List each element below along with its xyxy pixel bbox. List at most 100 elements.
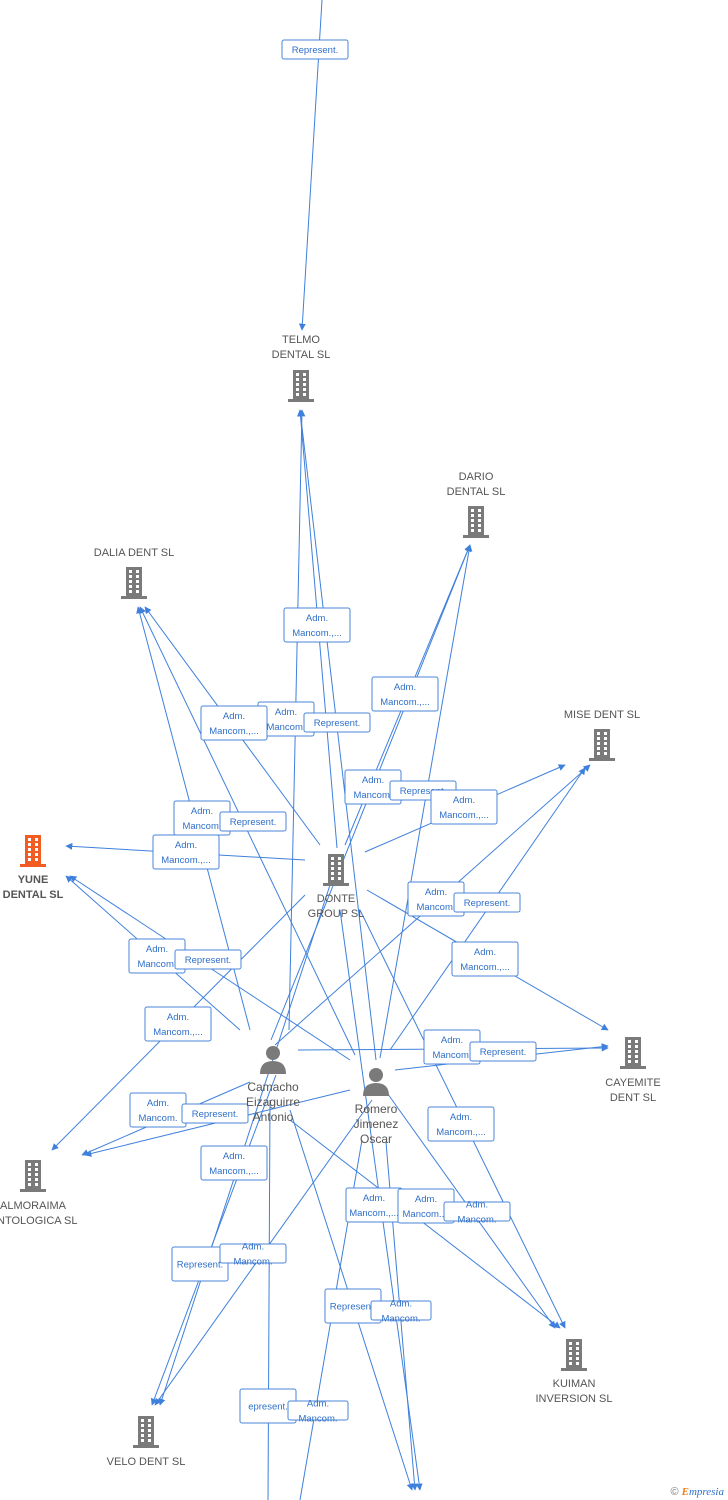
edge-label[interactable]: epresent.: [239, 1388, 297, 1424]
edge-label-box: [427, 1106, 495, 1142]
edge-label-text: Adm.: [167, 1012, 189, 1023]
node-mise[interactable]: MISE DENT SL: [564, 709, 640, 761]
node-telmo[interactable]: TELMO DENTAL SL: [272, 334, 331, 402]
edge-label-text: Adm.: [474, 947, 496, 958]
edge-label-text: Mancom....: [403, 1209, 450, 1220]
person-icon: [260, 1046, 286, 1074]
edge-label-text: Adm.: [175, 840, 197, 851]
edge-label[interactable]: Adm.Mancom.,...: [200, 1145, 268, 1181]
edge-label[interactable]: Adm.Mancom.: [128, 938, 186, 974]
edge-label-text: Adm.: [450, 1112, 472, 1123]
building-icon: [323, 854, 349, 886]
edge-label-box: [152, 834, 220, 870]
node-label: GROUP SL: [308, 908, 365, 920]
relation-edge: [289, 1119, 561, 1329]
edge-label[interactable]: Represent.: [453, 892, 521, 913]
edge-label-text: Mancom.: [182, 821, 221, 832]
edge-label[interactable]: Adm.Mancom.: [287, 1399, 349, 1425]
edge-label-text: Represent.: [480, 1047, 526, 1058]
edge-label[interactable]: Represent.: [281, 39, 349, 60]
edge-label-text: Mancom.,...: [436, 1127, 486, 1138]
edge-label-box: [219, 811, 287, 832]
edge-label-text: Adm.: [147, 1098, 169, 1109]
person-icon: [363, 1068, 389, 1096]
edge-label-text: Represent.: [330, 1302, 376, 1313]
edge-label-text: Mancom.,...: [349, 1208, 399, 1219]
node-label: DENT SL: [610, 1092, 656, 1104]
edge-label[interactable]: Adm. Mancom.: [443, 1200, 511, 1226]
edge-label[interactable]: Adm.Mancom.: [370, 1299, 432, 1325]
node-label: CAYEMITE: [605, 1077, 660, 1089]
node-label: Jimenez: [354, 1117, 399, 1131]
edge-label-text: Adm.: [307, 1399, 329, 1410]
edge-label-text: Mancom.: [353, 790, 392, 801]
brand-logo-initial: E: [681, 1486, 689, 1498]
edge-label[interactable]: Adm.Mancom.,...: [283, 607, 351, 643]
node-label: ALMORAIMA: [0, 1200, 67, 1212]
edge-label[interactable]: Adm.Mancom.: [344, 769, 402, 805]
edge-label[interactable]: Represent.: [219, 811, 287, 832]
edge-label[interactable]: Represent.: [303, 712, 371, 733]
building-icon: [20, 1160, 46, 1192]
edge-label-box: [174, 949, 242, 970]
edge-label-box: [287, 1400, 349, 1421]
building-icon: [561, 1339, 587, 1371]
building-icon: [589, 729, 615, 761]
edge-label[interactable]: Adm.Mancom.,...: [430, 789, 498, 825]
node-velo[interactable]: VELO DENT SL: [107, 1416, 186, 1468]
edge-label-text: Adm.: [466, 1200, 488, 1211]
relation-edge: [379, 544, 473, 1059]
edge-label-box: [451, 941, 519, 977]
building-icon: [463, 506, 489, 538]
edge-label[interactable]: Adm.Mancom.: [219, 1242, 287, 1268]
node-almoraima[interactable]: ALMORAIMAONTOLOGICA SL: [0, 1160, 78, 1227]
edge-label-box: [171, 1246, 229, 1282]
node-label: DENTAL SL: [272, 349, 331, 361]
edge-label-box: [371, 676, 439, 712]
edge-label-text: Mancom.: [416, 902, 455, 913]
edge-label-box: [200, 1145, 268, 1181]
edge-label-box: [303, 712, 371, 733]
edge-label-text: Mancom.: [457, 1215, 496, 1226]
edge-label-text: Adm.: [146, 944, 168, 955]
node-label: YUNE: [18, 874, 49, 886]
edge-label[interactable]: Adm. Mancom.,...: [152, 834, 220, 870]
node-cayemite[interactable]: CAYEMITE DENT SL: [605, 1037, 661, 1104]
edge-label[interactable]: Adm.Mancom.,...: [451, 941, 519, 977]
edge-label-box: [469, 1041, 537, 1062]
edge-label-text: Adm.: [306, 613, 328, 624]
node-label: DARIO: [459, 471, 494, 483]
edge-label-text: Represent.: [464, 898, 510, 909]
edge-label[interactable]: Represent.: [171, 1246, 229, 1282]
building-icon: [121, 567, 147, 599]
edge-label-text: Mancom.: [381, 1314, 420, 1325]
edge-label[interactable]: Adm.Mancom.,...: [371, 676, 439, 712]
edge-label-text: Represent.: [314, 718, 360, 729]
edge-label[interactable]: Adm. Mancom.: [129, 1092, 187, 1128]
node-label: TELMO: [282, 334, 320, 346]
edge-label[interactable]: Represent.: [174, 949, 242, 970]
building-icon: [620, 1037, 646, 1069]
edge-label-text: Adm.: [394, 682, 416, 693]
edge-label-text: Adm.: [425, 887, 447, 898]
edge-label[interactable]: Adm.Mancom.,...: [144, 1006, 212, 1042]
edge-label-text: Mancom.,...: [161, 855, 211, 866]
edge-label-text: Mancom.: [138, 1113, 177, 1124]
edge-label-text: Represent.: [177, 1260, 223, 1271]
relation-edge: [267, 1099, 271, 1500]
building-icon: [133, 1416, 159, 1448]
edge-label[interactable]: Represent.: [469, 1041, 537, 1062]
edge-label[interactable]: Adm.Mancom.,...: [345, 1187, 403, 1223]
node-dalia[interactable]: DALIA DENT SL: [94, 547, 175, 599]
edge-label[interactable]: Adm.Mancom.,...: [200, 705, 268, 741]
edge-label[interactable]: Represent.: [324, 1288, 382, 1324]
node-label: Oscar: [360, 1132, 392, 1146]
edge-label[interactable]: Represent.: [181, 1103, 249, 1124]
edge-label[interactable]: Adm. Mancom.,...: [427, 1106, 495, 1142]
